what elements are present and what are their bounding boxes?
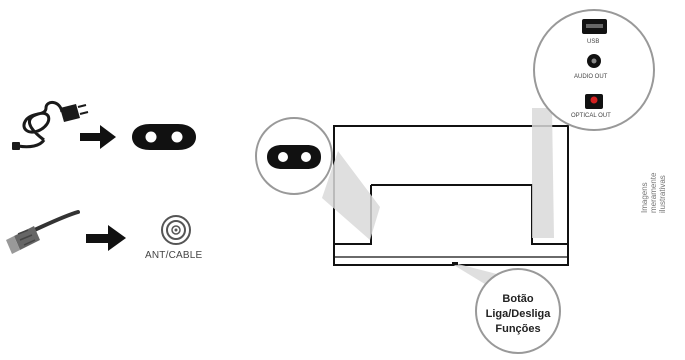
antenna-cable-icon	[6, 210, 80, 254]
callout-wedge-power	[322, 151, 380, 240]
power-button-callout	[475, 268, 561, 354]
usb-label: USB	[587, 39, 600, 45]
power-button-label: Botão Liga/Desliga Funções	[478, 292, 558, 337]
tv-back-panel	[333, 125, 569, 266]
audio-out-label: AUDIO OUT	[574, 74, 608, 80]
power-button-icon	[452, 262, 458, 265]
ports-callout	[533, 9, 655, 131]
ant-cable-label: ANT/CABLE	[145, 250, 203, 261]
power-button-label-line: Funções	[495, 323, 541, 335]
power-socket-callout	[255, 117, 333, 195]
coax-socket-icon	[161, 215, 191, 245]
optical-out-label: OPTICAL OUT	[571, 113, 611, 119]
disclaimer-text: Imagens meramente ilustrativas	[640, 172, 667, 213]
arrow-icon	[86, 225, 126, 251]
power-socket-icon	[267, 145, 321, 169]
power-button-label-line: Liga/Desliga	[485, 308, 551, 320]
power-cable-icon	[12, 101, 89, 150]
power-button-label-line: Botão	[502, 293, 534, 305]
callout-wedge-ports	[532, 108, 554, 238]
power-socket-icon	[132, 124, 196, 150]
arrow-icon	[80, 125, 116, 149]
